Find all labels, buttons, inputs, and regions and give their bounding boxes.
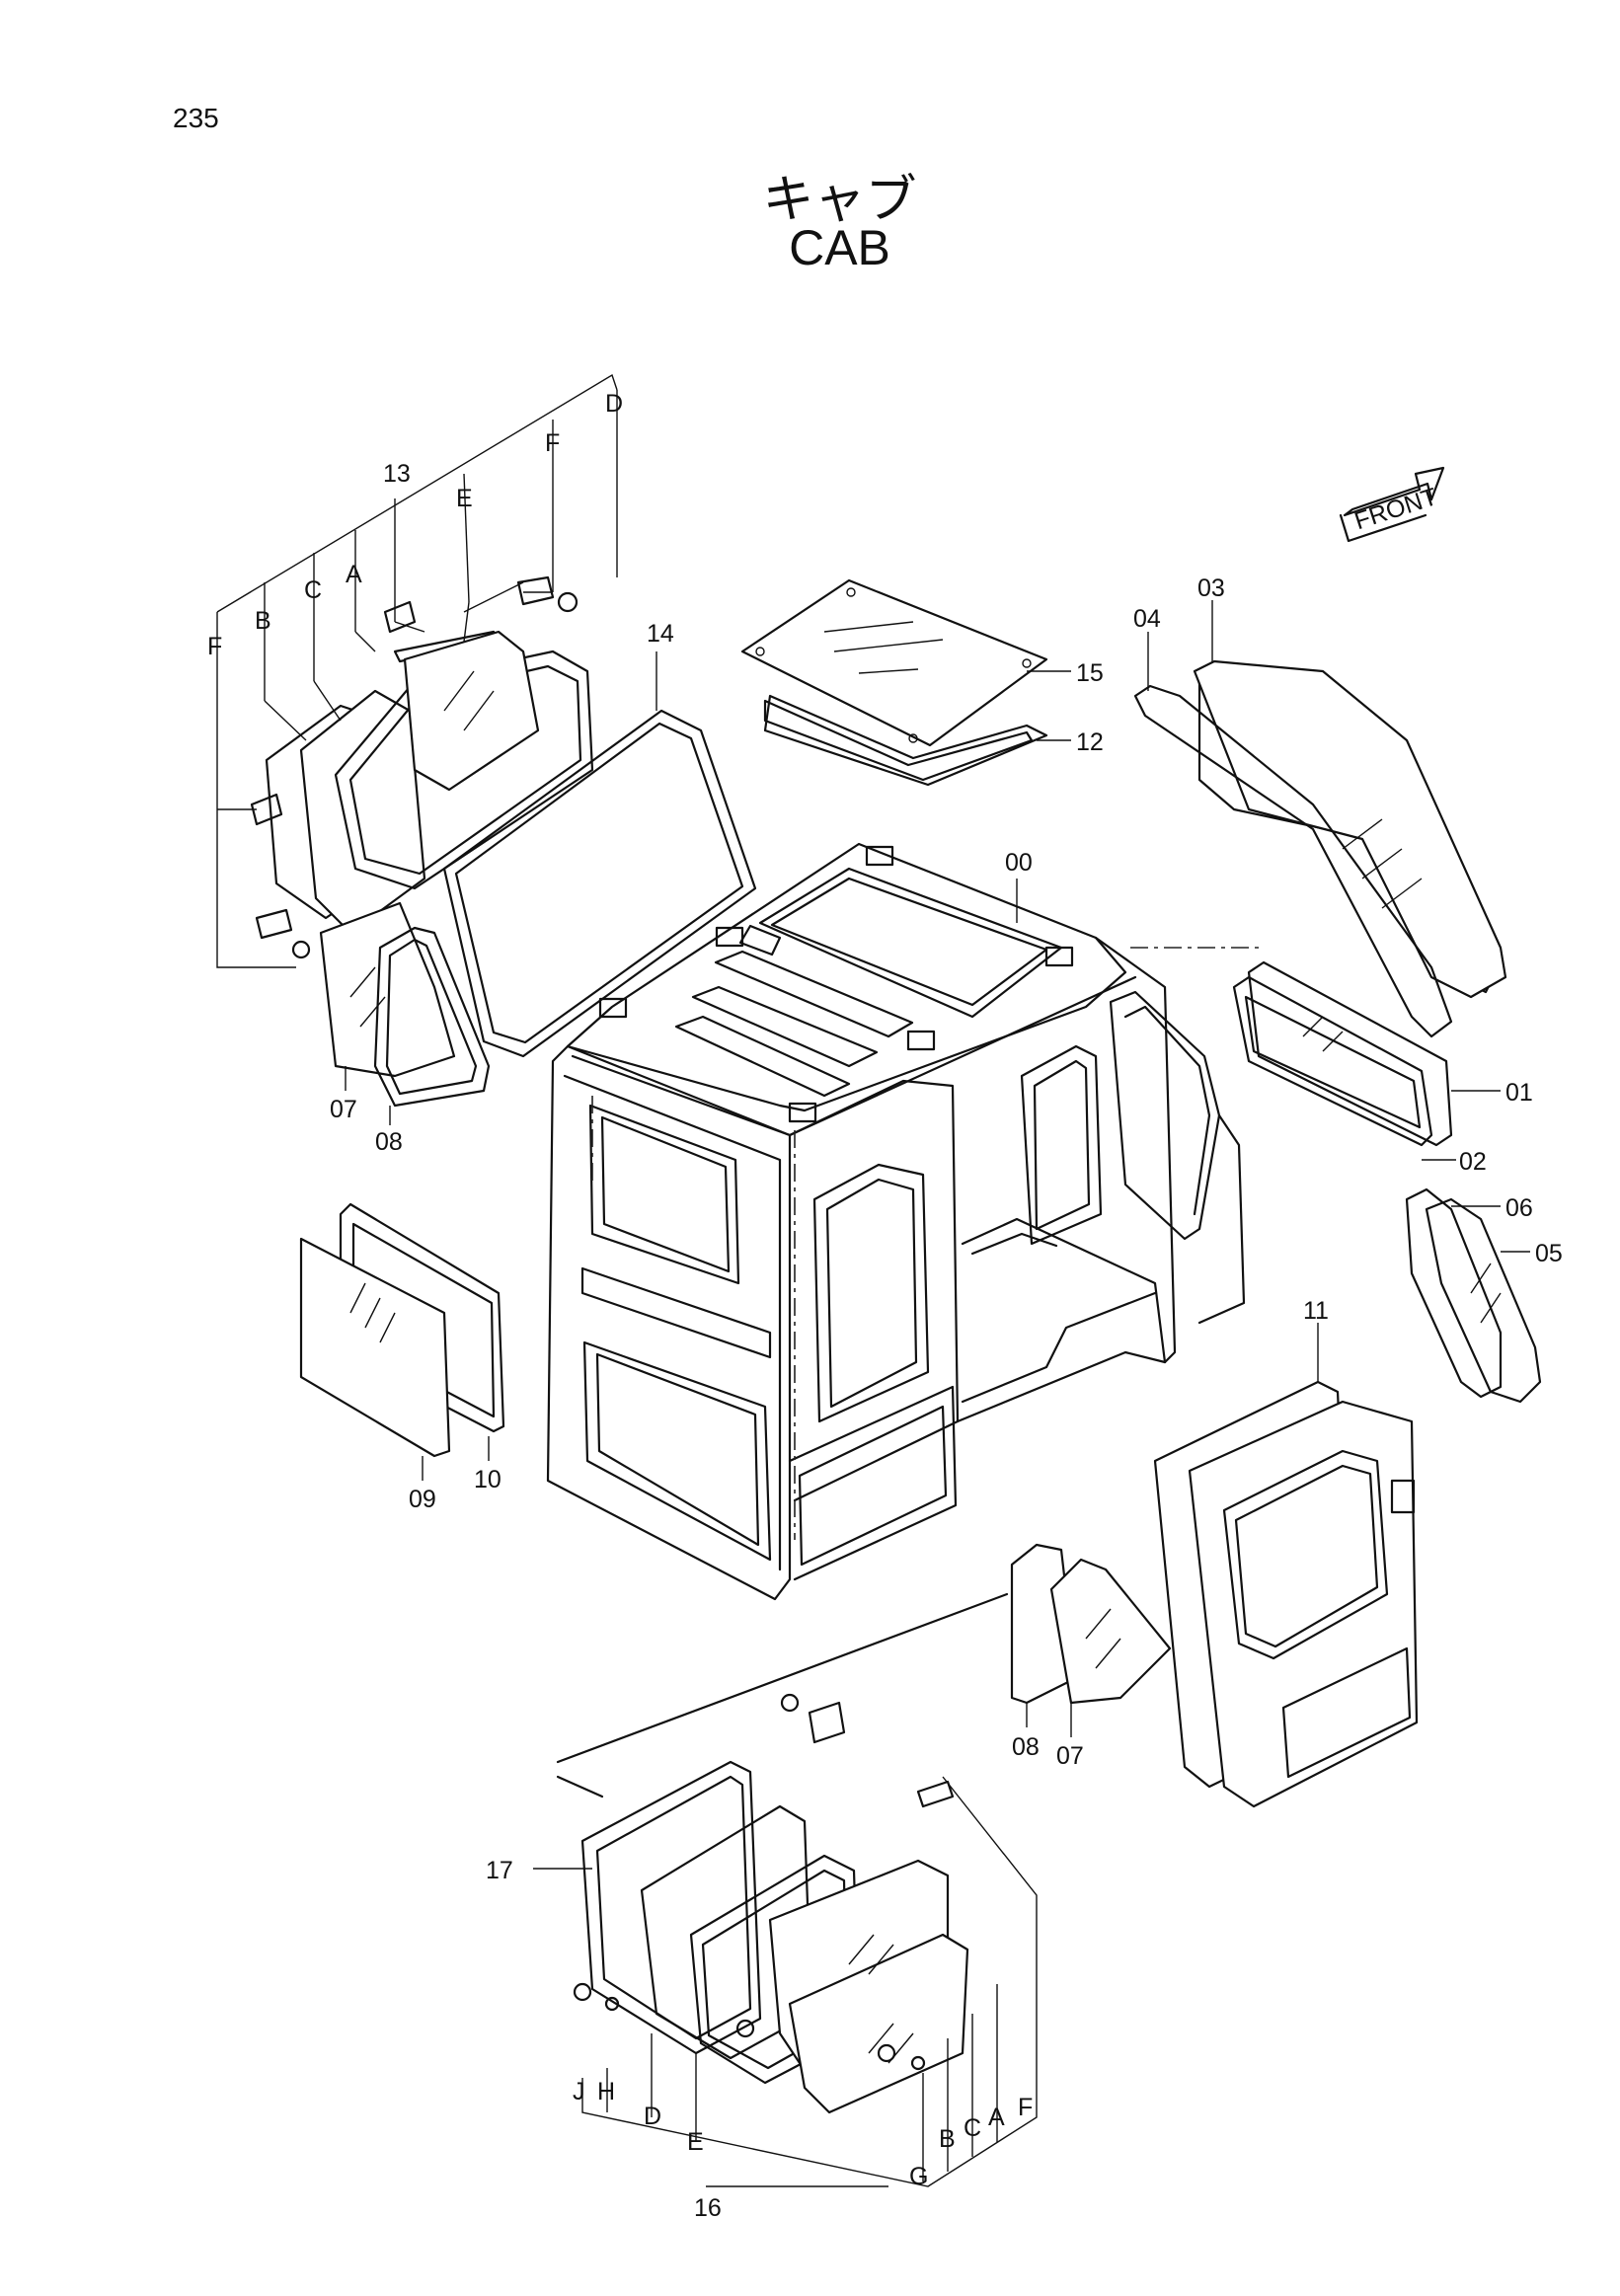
callout-f-bottom: F [1018, 2094, 1033, 2121]
left-lower-glass-assembly [299, 1202, 505, 1458]
leader-lines [216, 373, 1530, 2187]
title-english: CAB [789, 220, 890, 275]
part-label-12: 12 [1076, 728, 1104, 756]
callout-d-top: D [605, 390, 623, 418]
title-japanese: キャブ [762, 171, 917, 230]
front-label: FRONT [1351, 483, 1441, 535]
callout-c-top: C [304, 576, 322, 604]
roof-glass-assembly [740, 578, 1048, 787]
callout-a-bottom: A [988, 2104, 1005, 2131]
part-label-10: 10 [474, 1466, 501, 1493]
part-label-09: 09 [409, 1486, 436, 1513]
part-label-08-left: 08 [375, 1128, 403, 1156]
door-window-assembly [556, 1592, 1009, 2114]
callout-e-bottom: E [687, 2128, 704, 2156]
callout-f-top: F [545, 429, 560, 457]
callout-d-bottom: D [644, 2103, 661, 2130]
part-label-03: 03 [1197, 574, 1225, 602]
page-number: 235 [173, 103, 219, 133]
part-label-06: 06 [1505, 1194, 1533, 1222]
callout-c-bottom: C [964, 2114, 981, 2142]
part-labels: 13 14 00 15 12 03 04 01 02 06 05 07 08 0… [207, 390, 1563, 2222]
callout-b-bottom: B [939, 2125, 956, 2153]
part-label-07-right: 07 [1056, 1742, 1084, 1770]
part-label-15: 15 [1076, 659, 1104, 687]
callout-e-top: E [456, 485, 473, 512]
right-upper-glass-assembly [1133, 659, 1507, 1038]
part-label-08-right: 08 [1012, 1733, 1040, 1761]
part-label-04: 04 [1133, 605, 1161, 633]
part-label-00: 00 [1005, 849, 1033, 877]
part-label-14: 14 [647, 620, 674, 648]
door-assembly [1010, 1380, 1419, 1808]
callout-j-bottom: J [573, 2078, 585, 2105]
front-arrow-icon: FRONT [1339, 466, 1445, 543]
part-label-17: 17 [486, 1857, 513, 1884]
part-label-01: 01 [1505, 1079, 1533, 1107]
part-label-16: 16 [694, 2194, 722, 2222]
part-label-05: 05 [1535, 1240, 1563, 1267]
callout-h-bottom: H [597, 2078, 615, 2105]
callout-a-top: A [346, 561, 362, 588]
part-label-07-left: 07 [330, 1096, 357, 1123]
cab-body [546, 842, 1264, 1601]
callout-b-top: B [255, 607, 271, 635]
bolt-icon [573, 1693, 955, 2071]
latch-bracket-icon [250, 575, 579, 959]
part-label-11: 11 [1303, 1297, 1329, 1325]
part-label-13: 13 [383, 460, 411, 488]
roof-bracket-icon [598, 845, 1074, 1123]
part-label-02: 02 [1459, 1148, 1487, 1176]
left-upper-glass-assembly [250, 575, 757, 1108]
right-side-glass-assembly [1232, 960, 1453, 1147]
callout-g-bottom: G [909, 2163, 928, 2190]
callout-f-left: F [207, 633, 222, 660]
